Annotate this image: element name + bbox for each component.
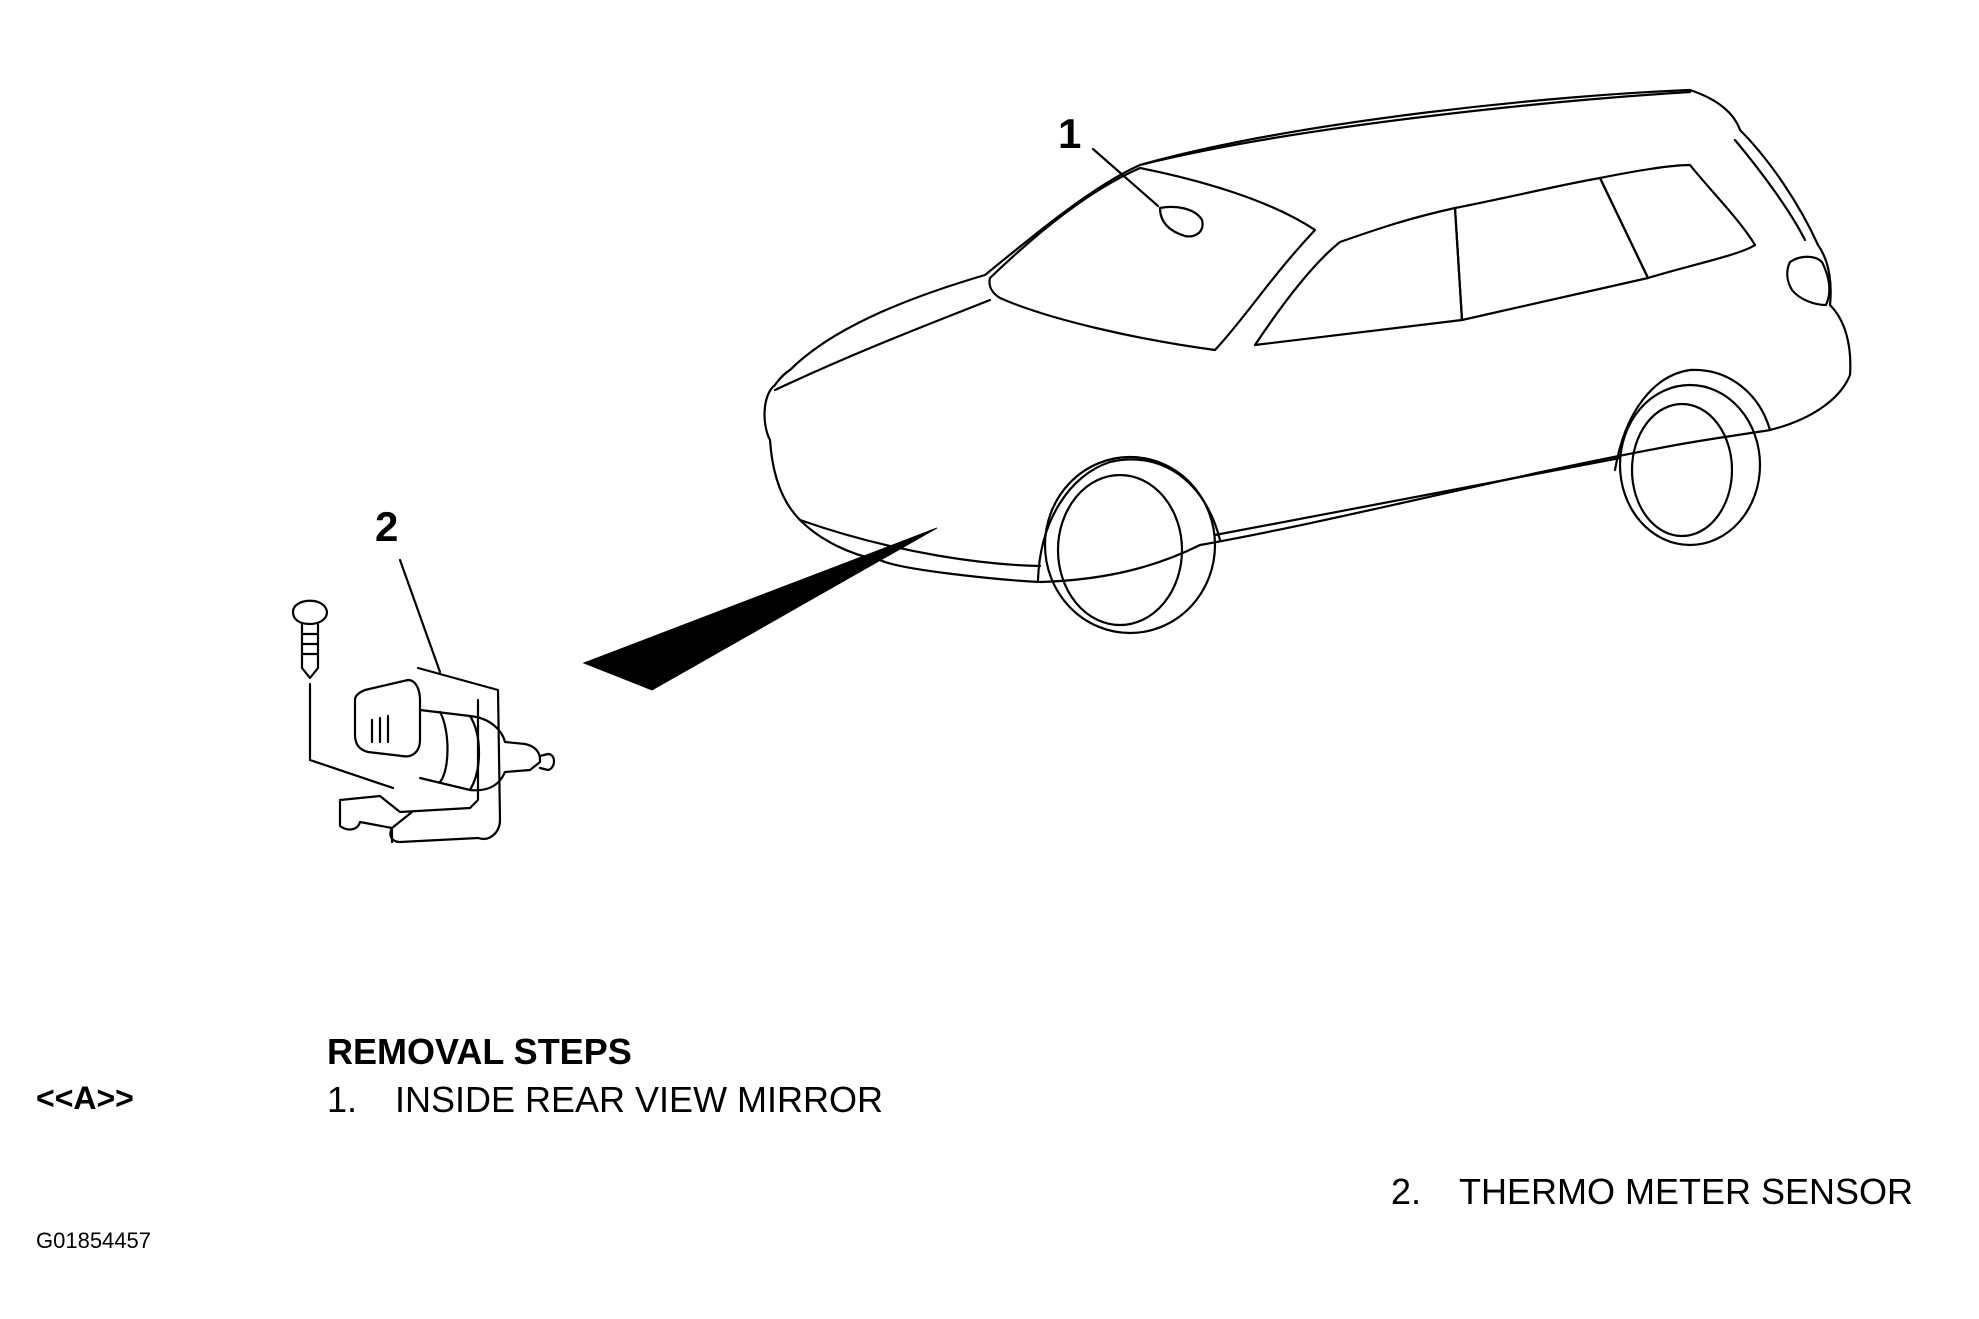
tail-light	[1786, 255, 1831, 307]
sensor-tip	[538, 752, 556, 772]
reference-tag: <<A>>	[36, 1080, 134, 1116]
rear-tire-tread	[1630, 402, 1734, 538]
step-2-number: 2.	[1391, 1171, 1422, 1212]
screw-shank	[300, 622, 320, 680]
step-2-label: THERMO METER SENSOR	[1459, 1171, 1914, 1212]
callout-leader-2	[398, 558, 442, 674]
car-body-outline	[763, 88, 1852, 584]
removal-steps-heading: REMOVAL STEPS	[327, 1031, 632, 1072]
rear-pillar	[1733, 138, 1807, 242]
rear-wheel-arch	[1613, 368, 1772, 472]
front-tire-tread	[1056, 473, 1184, 627]
sensor-probe	[418, 708, 542, 792]
screw-head	[291, 599, 329, 626]
side-window-front	[1253, 206, 1464, 347]
rear-view-mirror-shape	[1158, 205, 1204, 238]
hood-line	[773, 298, 992, 392]
sensor-bracket	[389, 666, 502, 844]
roof-rail	[1138, 90, 1692, 167]
step-1-label: INSIDE REAR VIEW MIRROR	[395, 1079, 884, 1120]
windshield	[988, 166, 1317, 352]
figure-id: G01854457	[36, 1228, 151, 1253]
rear-wheel	[1618, 383, 1762, 547]
side-window-middle	[1453, 176, 1650, 322]
step-1-number: 1.	[327, 1079, 358, 1120]
side-window-rear	[1598, 163, 1757, 280]
front-wheel-arch	[1036, 458, 1222, 582]
callout-1: 1	[1058, 110, 1082, 157]
sill-line	[1213, 456, 1622, 537]
sensor-connector	[353, 678, 422, 758]
pointer-wedge	[582, 527, 938, 691]
front-wheel	[1043, 455, 1217, 635]
callout-leader-1	[1091, 147, 1160, 208]
lower-body-line	[798, 518, 1042, 568]
callout-2: 2	[375, 503, 399, 550]
